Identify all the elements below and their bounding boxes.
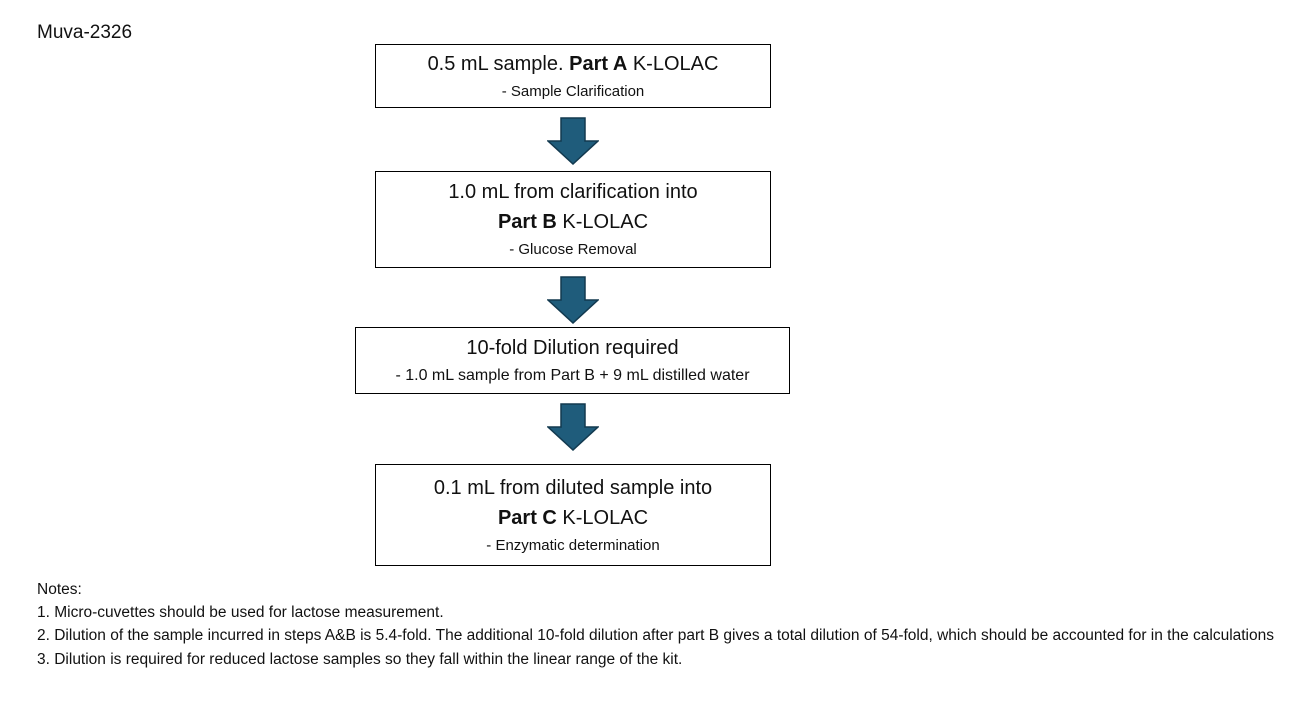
step-part-label: Part C — [497, 506, 557, 529]
step-main-text: 1.0 mL from clarification into — [448, 181, 698, 203]
step-kit-line: Part B K-LOLAC — [498, 207, 648, 237]
note-item: 1. Micro-cuvettes should be used for lac… — [37, 604, 444, 622]
down-arrow-shape — [547, 276, 599, 324]
step-main-text: 10-fold Dilution required — [466, 337, 679, 359]
page-title: Muva-2326 — [37, 22, 133, 43]
notes-heading: Notes: — [37, 581, 82, 598]
flow-step-part-b: 1.0 mL from clarification into Part B K-… — [375, 171, 771, 268]
step-subtitle: - 1.0 mL sample from Part B + 9 mL disti… — [395, 367, 750, 384]
step-subtitle: - Glucose Removal — [509, 241, 637, 258]
flow-step-part-a: 0.5 mL sample. Part A K-LOLAC - Sample C… — [375, 44, 771, 108]
step-main-text: 0.5 mL sample. Part A K-LOLAC — [428, 49, 719, 79]
step-text-suffix: K-LOLAC — [556, 506, 649, 529]
down-arrow-shape — [547, 117, 599, 165]
down-arrow-icon — [547, 117, 599, 165]
flow-step-dilution: 10-fold Dilution required - 1.0 mL sampl… — [355, 327, 790, 394]
note-item: 3. Dilution is required for reduced lact… — [37, 650, 683, 668]
step-main-text: 0.1 mL from diluted sample into — [433, 476, 713, 499]
notes-section: Notes: 1. Micro-cuvettes should be used … — [37, 578, 1282, 671]
step-text-suffix: K-LOLAC — [556, 211, 649, 233]
step-subtitle: - Sample Clarification — [501, 82, 645, 100]
step-subtitle: - Enzymatic determination — [486, 536, 660, 554]
flow-step-part-c: 0.1 mL from diluted sample into Part C K… — [375, 464, 771, 566]
step-text-prefix: 0.5 mL sample. — [427, 52, 570, 75]
note-item: 2. Dilution of the sample incurred in st… — [37, 627, 1274, 645]
step-part-label: Part B — [497, 211, 557, 233]
step-text-suffix: K-LOLAC — [627, 52, 719, 75]
down-arrow-shape — [547, 403, 599, 451]
step-kit-line: Part C K-LOLAC — [498, 503, 648, 533]
down-arrow-icon — [547, 276, 599, 324]
down-arrow-icon — [547, 403, 599, 451]
step-part-label: Part A — [569, 52, 628, 75]
